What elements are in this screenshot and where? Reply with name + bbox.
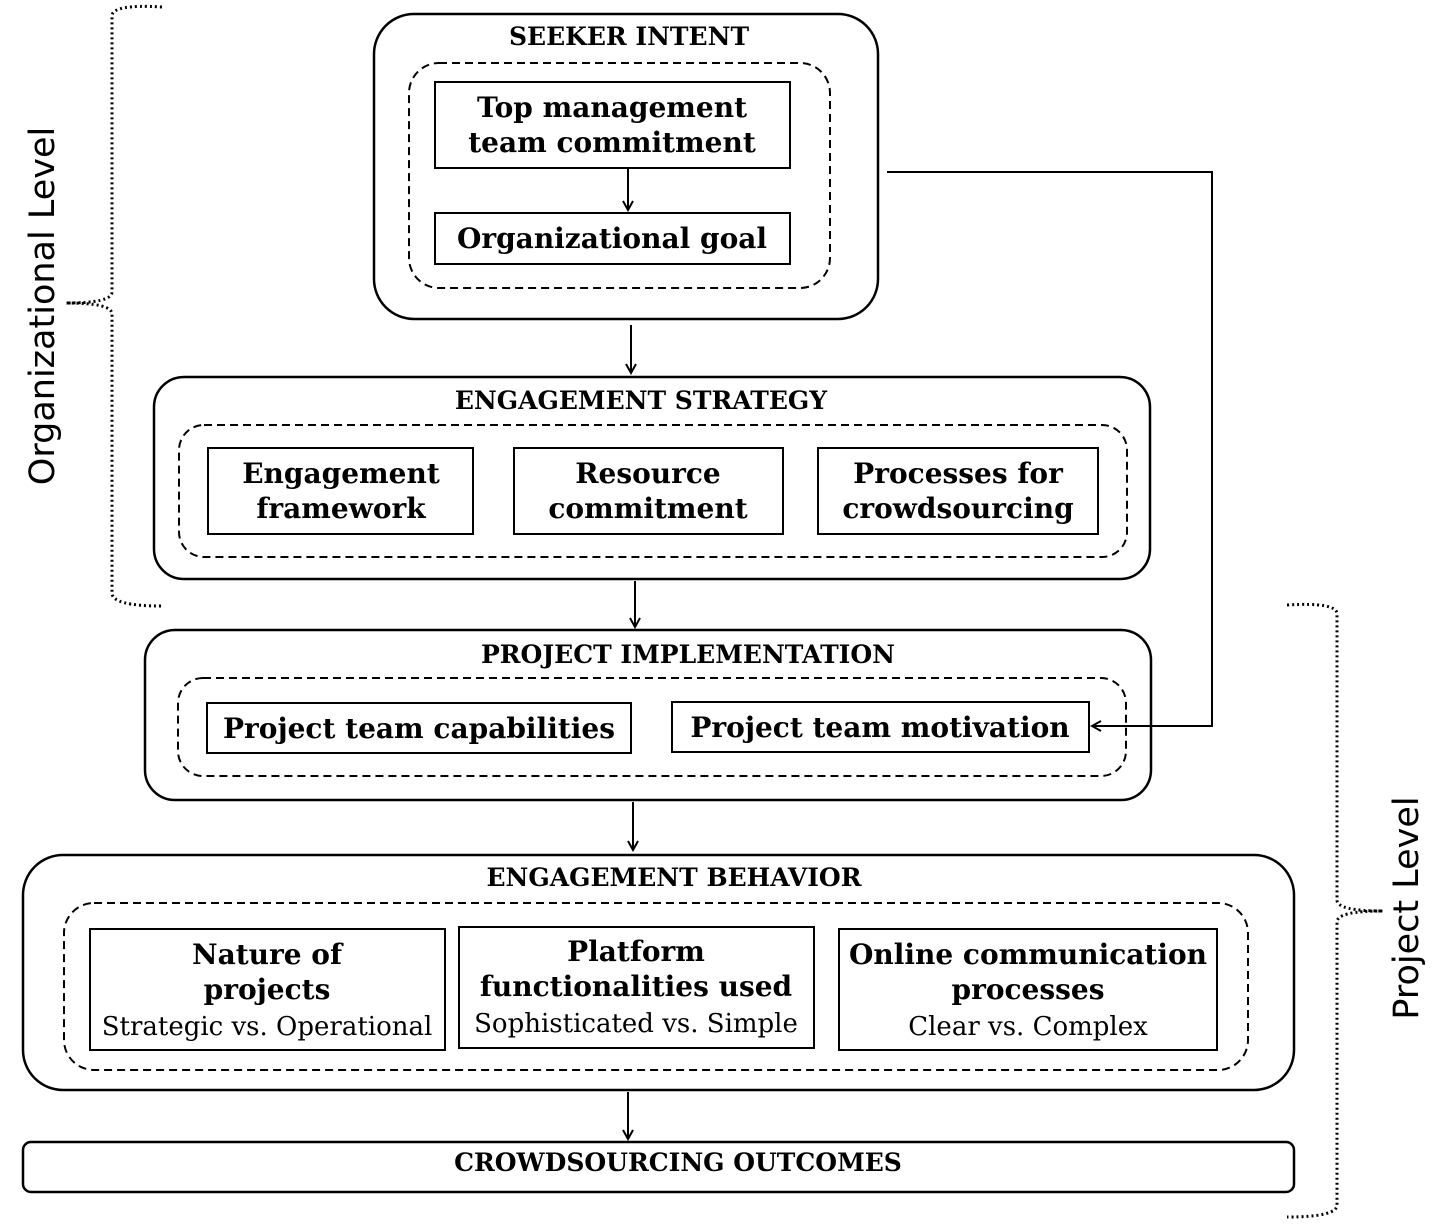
project-level-label: Project Level xyxy=(1387,796,1427,1019)
platform-functionalities-label-line2: functionalities used xyxy=(480,970,792,1003)
platform-functionalities-sub: Sophisticated vs. Simple xyxy=(474,1009,798,1039)
engagement-strategy-dashed-group xyxy=(178,424,1128,558)
top-management-label-line2: team commitment xyxy=(468,126,756,159)
top-management-box xyxy=(434,81,791,169)
project-implementation-box xyxy=(143,628,1153,802)
online-communication-box xyxy=(838,928,1218,1051)
online-communication-label-line2: processes xyxy=(952,973,1105,1006)
project-team-motivation-label: Project team motivation xyxy=(690,711,1069,744)
project-implementation-title: PROJECT IMPLEMENTATION xyxy=(481,640,895,669)
engagement-strategy-section: ENGAGEMENT STRATEGY Engagement framework… xyxy=(152,375,1152,581)
nature-of-projects-sub: Strategic vs. Operational xyxy=(102,1012,433,1042)
project-implementation-section: PROJECT IMPLEMENTATION Project team capa… xyxy=(143,628,1153,802)
resource-commitment-box xyxy=(513,447,784,535)
engagement-behavior-title: ENGAGEMENT BEHAVIOR xyxy=(487,863,862,892)
platform-functionalities-box xyxy=(458,926,815,1049)
processes-box xyxy=(817,447,1099,535)
nature-of-projects-box xyxy=(89,928,446,1051)
seeker-intent-title: SEEKER INTENT xyxy=(509,22,749,51)
nature-of-projects-label-line1: Nature of xyxy=(192,938,344,971)
top-management-label-line1: Top management xyxy=(477,91,747,124)
online-communication-label-line1: Online communication xyxy=(849,938,1207,971)
seeker-intent-section: SEEKER INTENT Top management team commit… xyxy=(372,12,880,321)
platform-functionalities-label-line1: Platform xyxy=(567,935,705,968)
crowdsourcing-outcomes-title: CROWDSOURCING OUTCOMES xyxy=(454,1148,902,1177)
project-team-motivation-box xyxy=(671,701,1090,753)
organizational-level-label: Organizational Level xyxy=(23,127,63,485)
resource-commitment-label-line1: Resource xyxy=(575,457,721,490)
crowdsourcing-outcomes-box xyxy=(21,1140,1296,1194)
organizational-level-bracket xyxy=(65,4,163,608)
project-team-capabilities-box xyxy=(206,702,632,754)
processes-label-line2: crowdsourcing xyxy=(842,492,1073,525)
arrow-seeker-to-motivation xyxy=(887,171,1213,726)
engagement-behavior-dashed-group xyxy=(63,902,1249,1071)
project-team-capabilities-label: Project team capabilities xyxy=(223,712,615,745)
seeker-intent-dashed-group xyxy=(408,62,831,289)
engagement-strategy-title: ENGAGEMENT STRATEGY xyxy=(455,386,828,415)
resource-commitment-label-line2: commitment xyxy=(548,492,747,525)
processes-label-line1: Processes for xyxy=(853,457,1064,490)
engagement-framework-label-line2: framework xyxy=(256,492,426,525)
organizational-goal-label: Organizational goal xyxy=(457,222,767,255)
online-communication-sub: Clear vs. Complex xyxy=(908,1012,1148,1042)
project-level-bracket xyxy=(1286,602,1384,1219)
nature-of-projects-label-line2: projects xyxy=(204,973,331,1006)
engagement-framework-box xyxy=(207,447,474,535)
crowdsourcing-outcomes-section: CROWDSOURCING OUTCOMES xyxy=(21,1140,1296,1194)
organizational-goal-box xyxy=(434,212,791,265)
engagement-behavior-section: ENGAGEMENT BEHAVIOR Nature of projects S… xyxy=(21,853,1296,1092)
engagement-framework-label-line1: Engagement xyxy=(242,457,440,490)
project-implementation-dashed-group xyxy=(177,677,1127,777)
